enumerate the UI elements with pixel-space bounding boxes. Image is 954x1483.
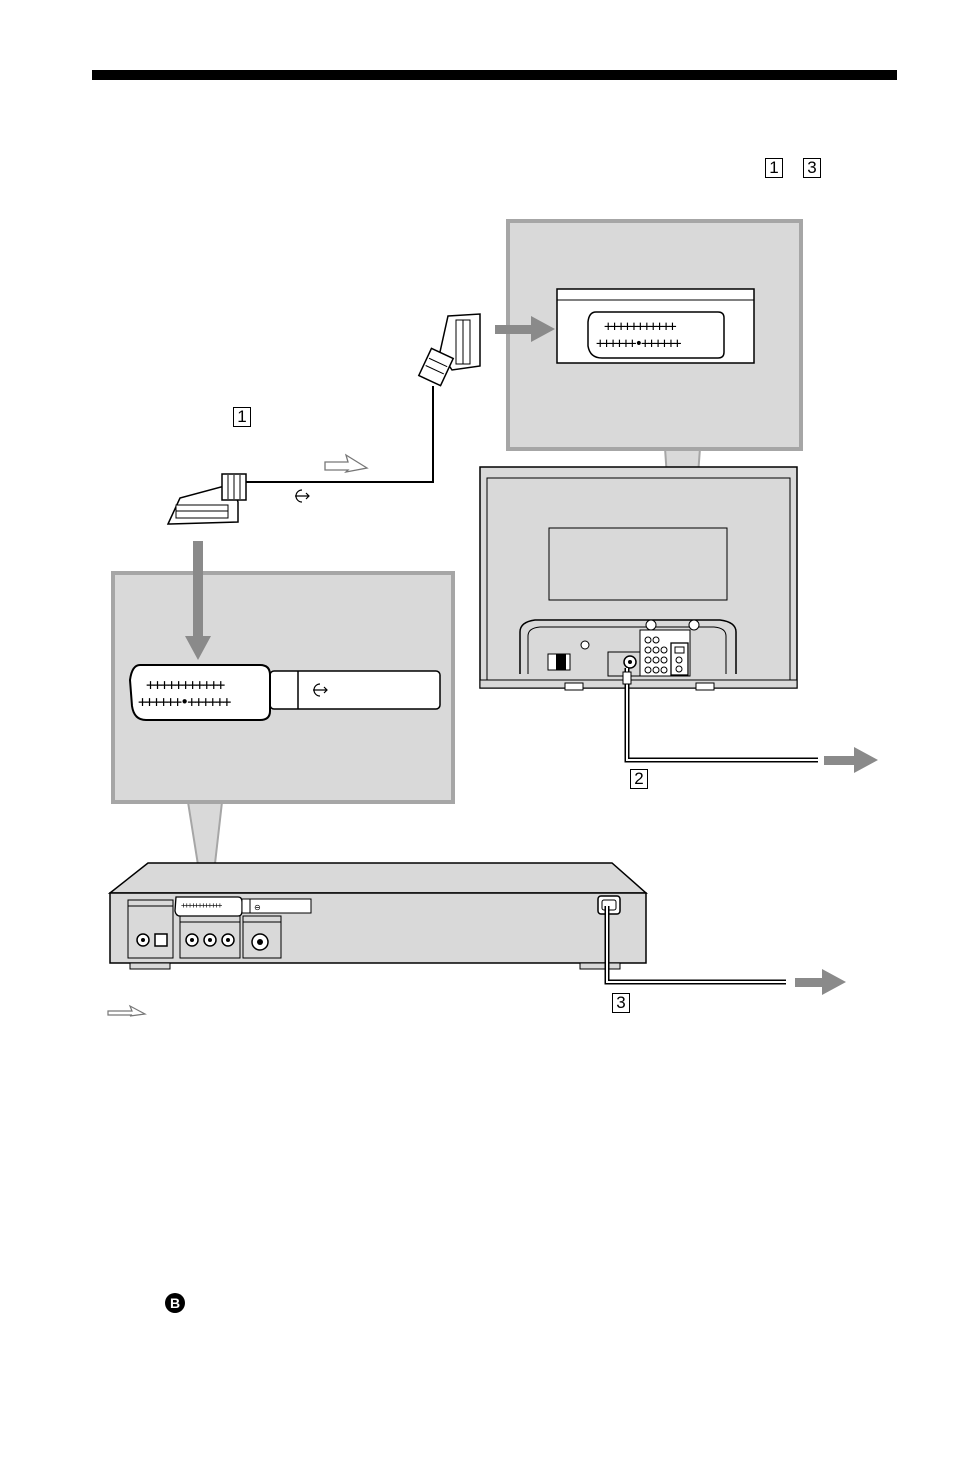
step-ref-top-right-1: 1 bbox=[765, 158, 783, 178]
player-scart-socket bbox=[128, 664, 271, 721]
player-scart-panel: +++++++++++ ++++++•++++++ bbox=[111, 571, 455, 891]
step-ref-top-right-3: 3 bbox=[803, 158, 821, 178]
step-ref-scart-cable: 1 bbox=[233, 407, 251, 427]
scart-plug-left bbox=[166, 473, 247, 525]
step-ref-tv-power: 2 bbox=[630, 769, 648, 789]
tv-scart-panel: +++++++++++ ++++++•++++++ bbox=[506, 219, 803, 626]
hollow-arrow-icon bbox=[324, 453, 369, 474]
header-rule bbox=[92, 70, 897, 80]
arrow-to-tv-scart bbox=[495, 316, 555, 342]
tv-rear bbox=[479, 466, 798, 691]
player-rear: ++++++++++++ ⊖ bbox=[107, 862, 648, 970]
tv-power-cable bbox=[622, 668, 878, 773]
hollow-arrow-icon bbox=[107, 1004, 147, 1017]
arrow-to-player-scart bbox=[185, 541, 211, 660]
tv-antenna-jack bbox=[580, 640, 590, 650]
scart-cable bbox=[166, 313, 481, 525]
step-ref-player-power: 3 bbox=[612, 993, 630, 1013]
player-scart-pins-top: +++++++++++ bbox=[146, 676, 225, 694]
output-arrow-icon bbox=[295, 489, 310, 503]
tv-scart-socket bbox=[587, 311, 725, 359]
player-scart-pins-bottom: ++++++•++++++ bbox=[138, 693, 231, 711]
list-bullet-b: B bbox=[165, 1293, 185, 1313]
player-scart-mini-pins: ++++++++++++ bbox=[181, 901, 222, 910]
scart-plug-right bbox=[417, 313, 481, 387]
optical-jack bbox=[154, 933, 168, 947]
player-power-cable bbox=[604, 906, 846, 995]
tv-scart-pins-bottom: ++++++•++++++ bbox=[596, 336, 681, 352]
output-arrow-icon bbox=[313, 683, 328, 697]
tv-scart-pins-top: +++++++++++ bbox=[604, 319, 676, 335]
svg-text:⊖: ⊖ bbox=[254, 903, 261, 912]
